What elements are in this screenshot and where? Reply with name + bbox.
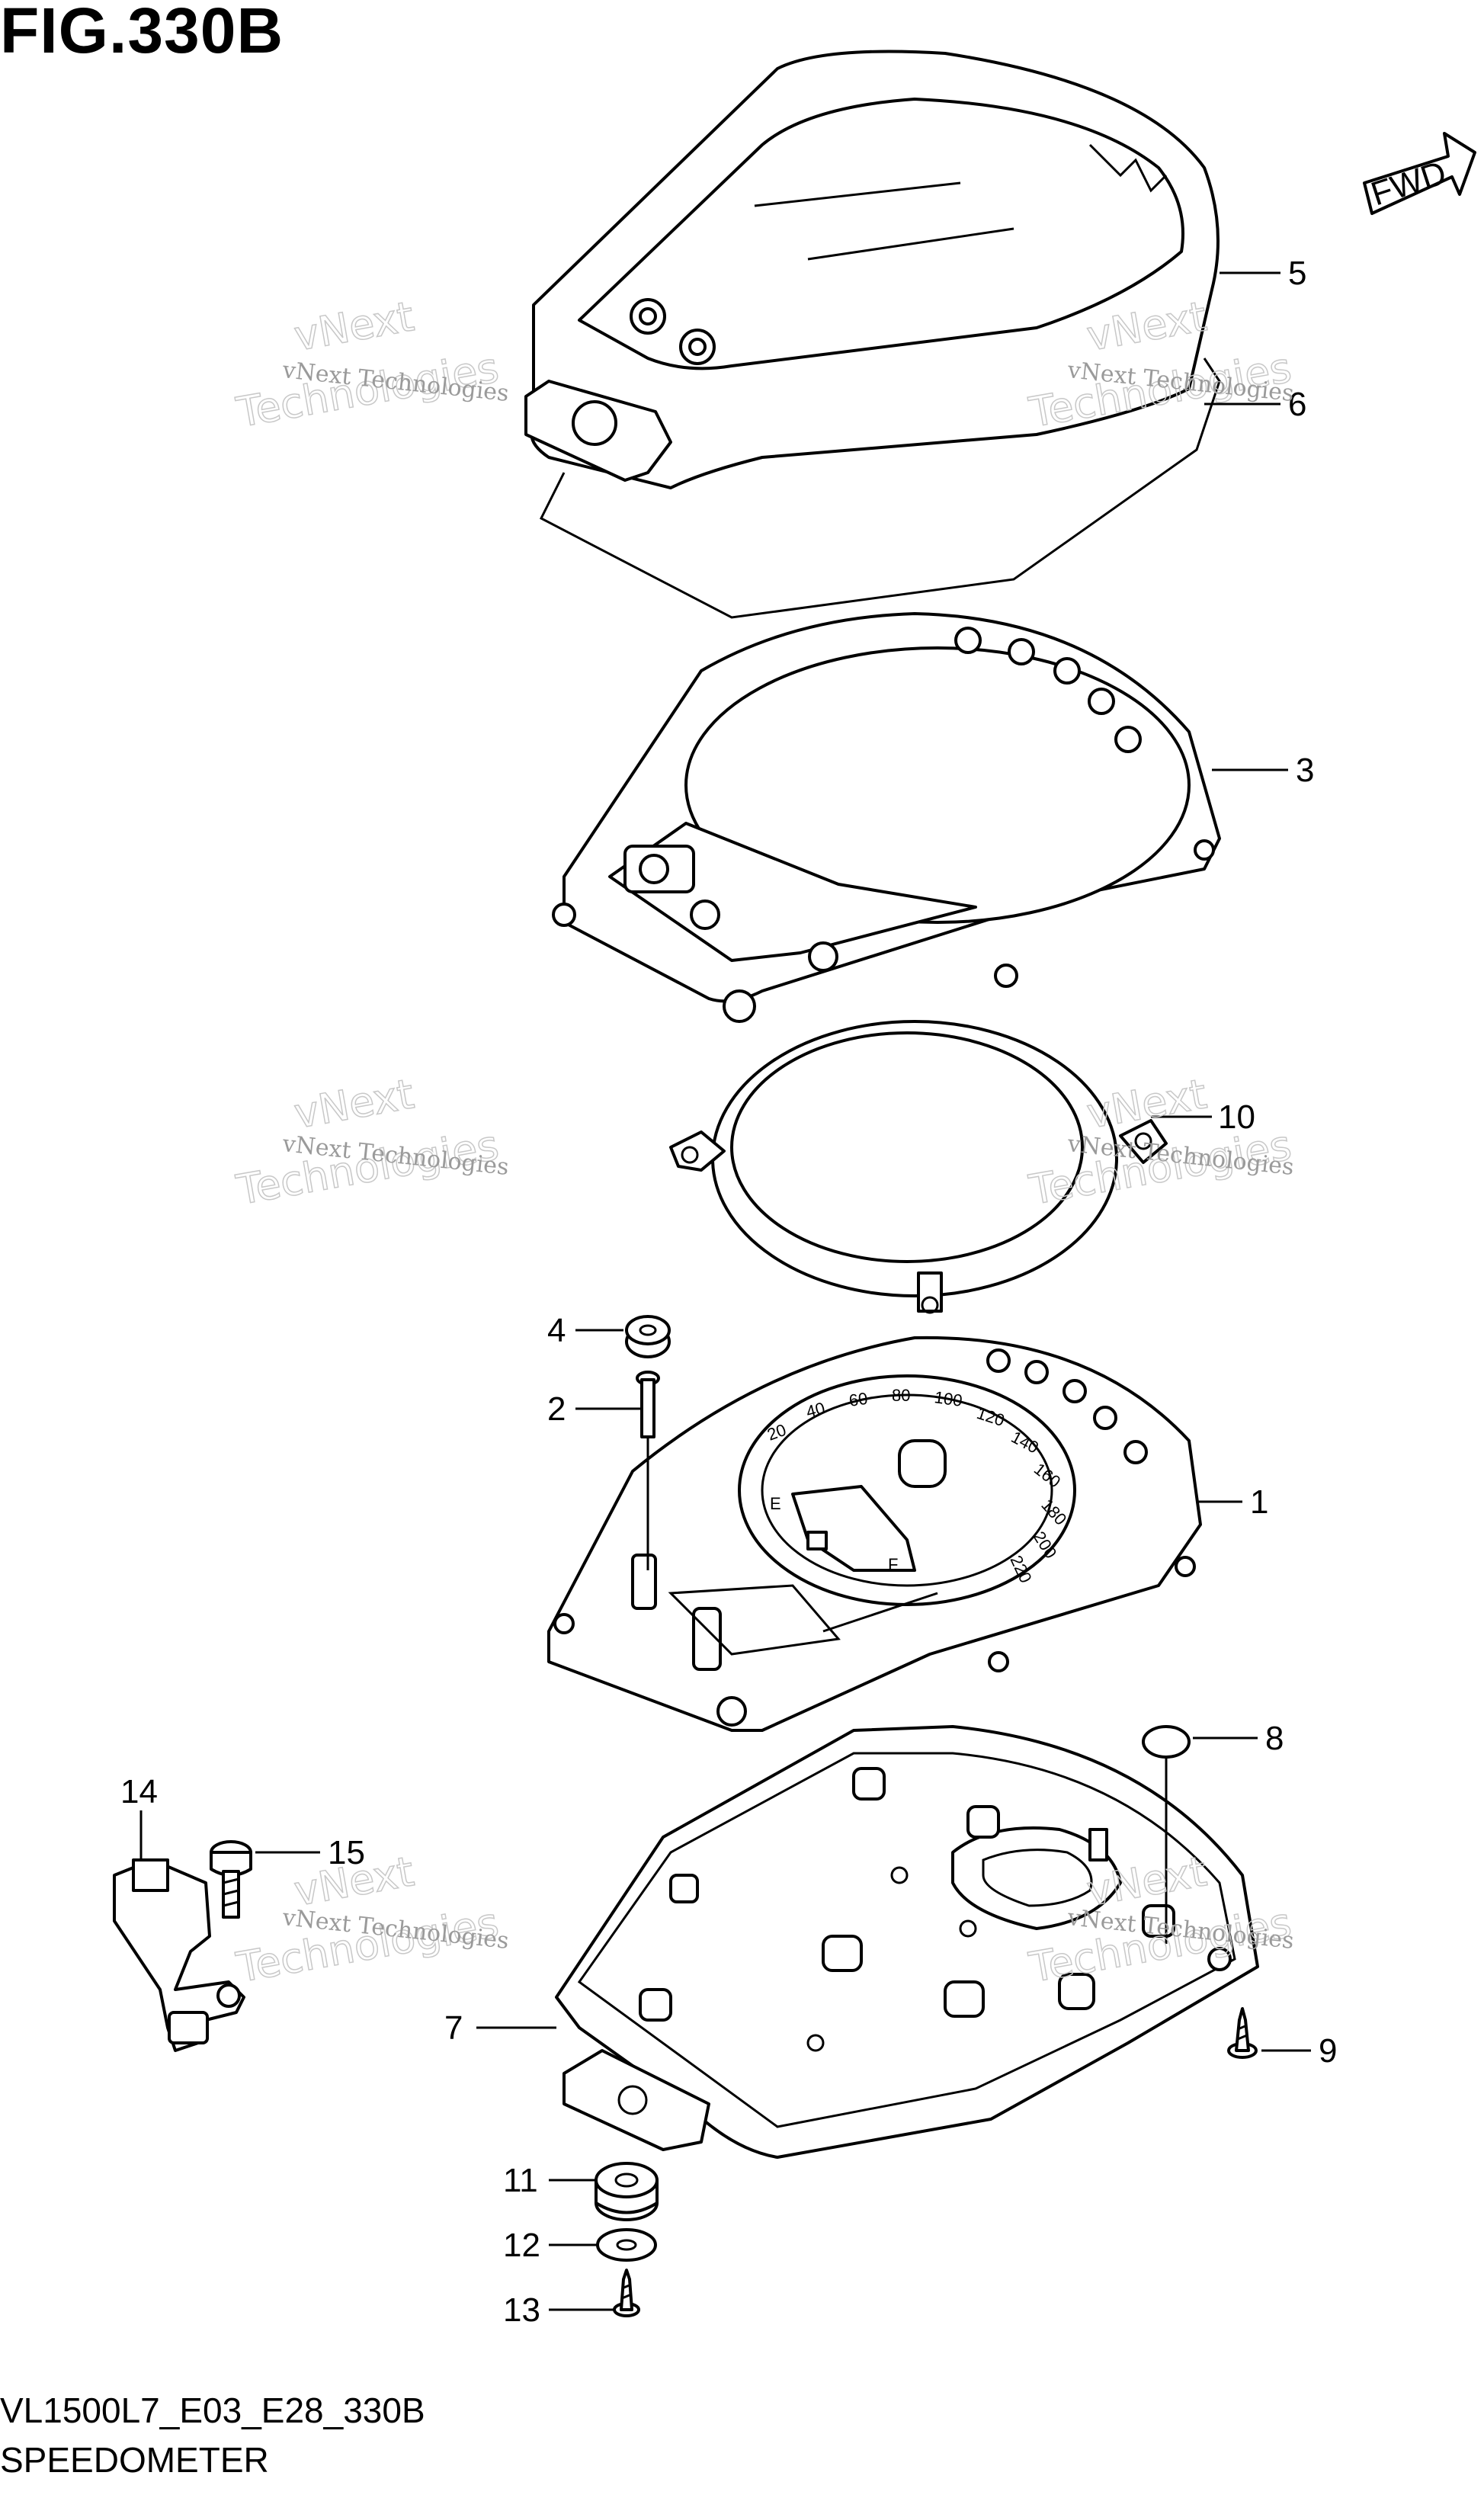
part-13-screw [613,2269,640,2317]
watermark-bottom-left: vNext Technologies vNext Technologies [232,1847,511,1993]
callout-5: 5 [1288,255,1306,292]
dial-mark-full: F [888,1555,898,1574]
fwd-label: FWD [1367,154,1450,213]
dial-number-100: 100 [933,1387,963,1410]
part-15-bolt [210,1840,252,1919]
part-11-cushion [595,2162,659,2221]
part-12-washer [596,2228,657,2262]
part-1-speedometer-assembly: 20 40 60 80 100 120 140 160 180 200 220 … [547,1336,1202,1732]
watermark-top-left: vNext Technologies vNext Technologies [232,292,511,438]
callout-4: 4 [547,1312,566,1349]
dial-number-60: 60 [848,1389,869,1410]
callout-6: 6 [1288,386,1306,423]
callout-2: 2 [547,1390,566,1428]
part-3-meter-bezel [552,612,1221,1023]
part-9-screw [1227,2007,1258,2059]
callout-14: 14 [120,1773,158,1810]
svg-text:vNext: vNext [290,1847,417,1915]
part-5-meter-cover [524,50,1220,489]
dial-mark-empty: E [770,1494,781,1513]
part-6-gasket [539,358,1221,619]
callout-3: 3 [1296,752,1314,789]
svg-text:vNext: vNext [290,292,417,360]
dial-number-80: 80 [892,1386,910,1405]
leader-lines [139,271,1311,2311]
callout-13: 13 [503,2291,540,2329]
fwd-direction-arrow: FWD [1363,132,1476,215]
part-2-pin [636,1371,660,1438]
part-8-cap [1142,1725,1191,1759]
callout-12: 12 [503,2227,540,2264]
callout-9: 9 [1319,2032,1337,2070]
callout-8: 8 [1265,1720,1284,1757]
part-4-grommet [625,1315,671,1358]
section-name: SPEEDOMETER [0,2440,269,2480]
callout-11: 11 [503,2162,538,2199]
callout-15: 15 [328,1834,365,1871]
callout-labels: 5 6 3 10 4 2 1 8 14 15 7 9 11 12 13 [120,255,1337,2329]
callout-1: 1 [1250,1483,1268,1521]
callout-10: 10 [1218,1098,1255,1136]
figure-title: FIG.330B [0,0,284,66]
svg-text:vNext: vNext [290,1069,417,1137]
part-10-meter-ring [669,1020,1168,1314]
part-14-speed-sensor [113,1858,245,2052]
svg-text:vNext: vNext [1083,1069,1210,1137]
watermark-mid-left: vNext Technologies vNext Technologies [232,1069,511,1215]
callout-7: 7 [444,2009,463,2047]
model-code: VL1500L7_E03_E28_330B [0,2391,425,2430]
